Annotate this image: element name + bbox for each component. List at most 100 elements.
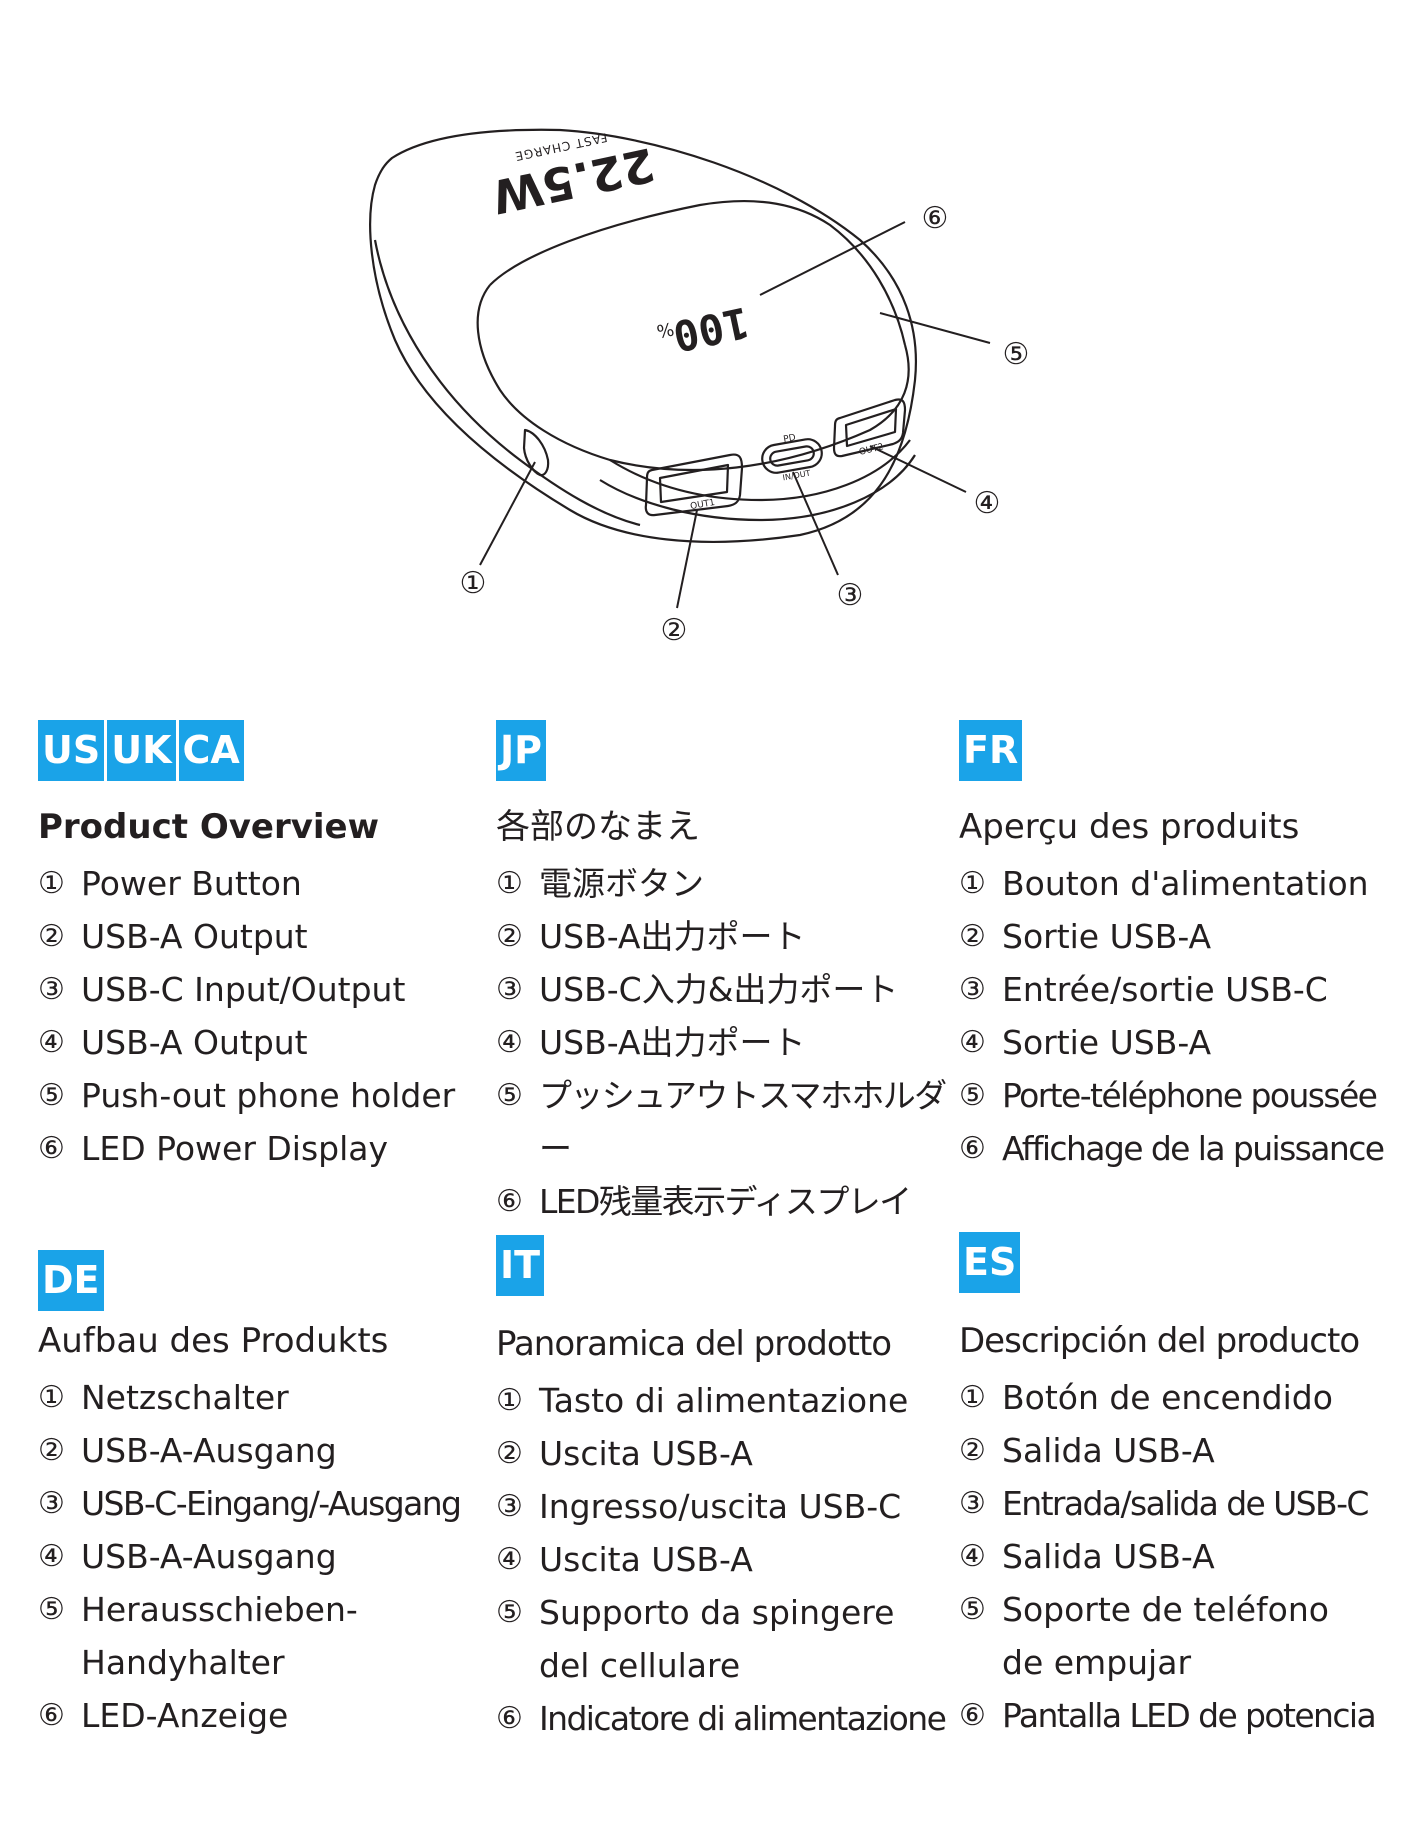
item-number: ⑥ [959, 1131, 986, 1166]
item-label: LED-Anzeige [81, 1696, 289, 1735]
item-number: ① [496, 1383, 523, 1418]
item-label: Indicatore di alimentazione [539, 1699, 947, 1738]
section-jp: JP 各部のなまえ ① 電源ボタン ② USB-A出力ポート ③ USB-C入力&出力… [496, 720, 951, 1228]
item-number: ④ [38, 1025, 65, 1060]
item-number: ⑤ [959, 1078, 986, 1113]
item-number: ② [959, 919, 986, 954]
item-number: ⑤ [959, 1592, 986, 1627]
usb-a-port-1 [644, 453, 744, 517]
usb-a-port-2 [832, 398, 907, 458]
item-label: プッシュアウトスマホホルダー [539, 1076, 947, 1168]
language-badges: JP [496, 720, 951, 781]
list-item: ⑥ LED-Anzeige [38, 1689, 493, 1742]
item-number: ④ [959, 1025, 986, 1060]
list-item: ② USB-A Output [38, 910, 493, 963]
badge-fr: FR [959, 720, 1023, 781]
callout-4: ④ [974, 486, 1001, 521]
badge-uk: UK [107, 720, 176, 781]
callout-1: ① [460, 566, 487, 601]
item-number: ⑥ [959, 1698, 986, 1733]
item-label: Salida USB-A [1002, 1431, 1215, 1470]
list-item: ① Tasto di alimentazione [496, 1374, 951, 1427]
item-label: Pantalla LED de potencia [1002, 1696, 1377, 1735]
list-item: ④ USB-A-Ausgang [38, 1530, 493, 1583]
item-number: ① [496, 866, 523, 901]
item-label: Herausschieben- Handyhalter [81, 1590, 358, 1682]
item-number: ② [496, 919, 523, 954]
item-number: ④ [38, 1539, 65, 1574]
item-number: ⑥ [38, 1131, 65, 1166]
item-label: USB-A出力ポート [539, 917, 806, 956]
item-label: USB-A-Ausgang [81, 1537, 337, 1576]
badge-de: DE [38, 1250, 104, 1311]
item-number: ④ [959, 1539, 986, 1574]
item-number: ③ [496, 1489, 523, 1524]
badge-us: US [38, 720, 105, 781]
item-label: Tasto di alimentazione [539, 1381, 909, 1420]
item-label: USB-A Output [81, 917, 308, 956]
callout-2: ② [661, 613, 688, 648]
item-label: Netzschalter [81, 1378, 289, 1417]
item-label: USB-C入力&出力ポート [539, 970, 899, 1009]
section-heading: Panoramica del prodotto [496, 1324, 892, 1364]
item-number: ③ [959, 972, 986, 1007]
list-item: ③ Ingresso/uscita USB-C [496, 1480, 951, 1533]
badge-jp: JP [496, 720, 546, 781]
item-label: Salida USB-A [1002, 1537, 1215, 1576]
power-bank-body [369, 128, 917, 543]
item-label: LED残量表示ディスプレイ [539, 1182, 912, 1221]
item-number: ② [959, 1433, 986, 1468]
item-label: Ingresso/uscita USB-C [539, 1487, 902, 1526]
item-label: USB-C-Eingang/-Ausgang [81, 1484, 462, 1523]
item-label: USB-C Input/Output [81, 970, 406, 1009]
item-label: Push-out phone holder [81, 1076, 456, 1115]
section-heading: 各部のなまえ [496, 807, 700, 847]
item-label: USB-A-Ausgang [81, 1431, 337, 1470]
item-label: Supporto da spingere del cellulare [539, 1593, 895, 1685]
item-number: ④ [496, 1542, 523, 1577]
item-label: Uscita USB-A [539, 1540, 753, 1579]
language-badges: IT [496, 1235, 951, 1296]
item-number: ② [38, 919, 65, 954]
section-it: IT Panoramica del prodotto ① Tasto di ali… [496, 1235, 951, 1745]
item-number: ⑤ [38, 1592, 65, 1627]
item-number: ③ [496, 972, 523, 1007]
badge-it: IT [496, 1235, 545, 1296]
list-item: ② Salida USB-A [959, 1424, 1414, 1477]
list-item: ⑥ Pantalla LED de potencia [959, 1689, 1414, 1742]
item-number: ② [496, 1436, 523, 1471]
item-label: 電源ボタン [539, 864, 704, 903]
item-number: ⑥ [38, 1698, 65, 1733]
list-item: ④ Uscita USB-A [496, 1533, 951, 1586]
item-number: ① [38, 866, 65, 901]
list-item: ④ Salida USB-A [959, 1530, 1414, 1583]
item-number: ② [38, 1433, 65, 1468]
item-number: ③ [38, 972, 65, 1007]
item-number: ⑤ [38, 1078, 65, 1113]
callout-3: ③ [837, 578, 864, 613]
item-label: Entrada/salida de USB-C [1002, 1484, 1369, 1523]
list-item: ⑤ Push-out phone holder [38, 1069, 493, 1122]
section-heading: Descripción del producto [959, 1321, 1360, 1361]
item-number: ① [959, 866, 986, 901]
